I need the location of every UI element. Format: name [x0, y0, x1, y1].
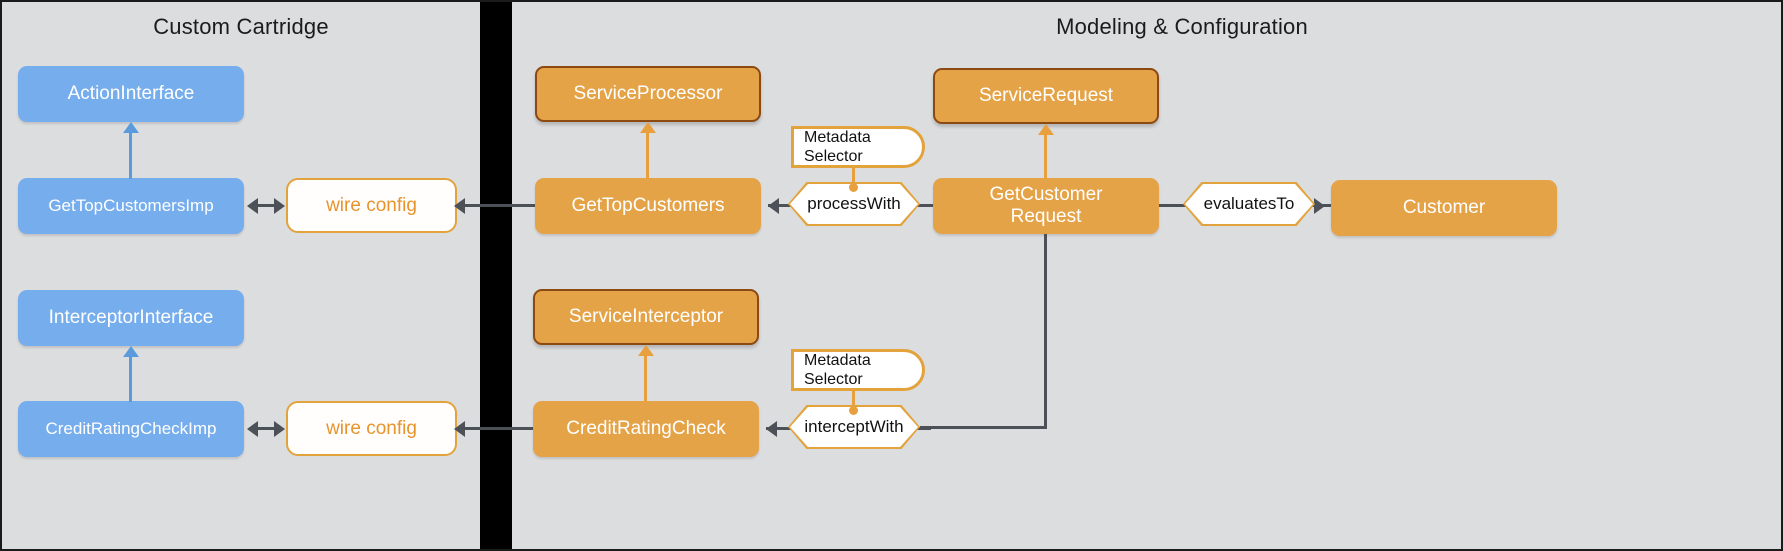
- node-service-processor[interactable]: ServiceProcessor: [535, 66, 761, 122]
- wire-link-bottom: [251, 427, 281, 430]
- realization-arrowhead-service-request: [1038, 124, 1054, 135]
- node-get-top-customers[interactable]: GetTopCustomers: [535, 178, 761, 234]
- cross-divider-bottom-arrow-left: [454, 421, 465, 437]
- evaluates-to-arrow: [1314, 198, 1325, 214]
- evaluates-to-hex-fill: [1185, 184, 1313, 224]
- node-service-request[interactable]: ServiceRequest: [933, 68, 1159, 124]
- metadata-selector-bottom-anchor: [849, 406, 858, 415]
- panel-divider: [480, 2, 512, 549]
- request-to-intercept-horizontal: [920, 426, 1047, 429]
- cross-divider-link-top: [458, 204, 568, 207]
- node-action-interface[interactable]: ActionInterface: [18, 66, 244, 122]
- metadata-selector-bottom-link: [852, 389, 855, 411]
- node-credit-rating-check-imp[interactable]: CreditRatingCheckImp: [18, 401, 244, 457]
- process-with-label: processWith: [807, 194, 901, 213]
- realization-line-service-request: [1044, 135, 1047, 179]
- wire-config-bottom[interactable]: wire config: [286, 401, 457, 456]
- realization-arrowhead-processor: [640, 122, 656, 133]
- process-with-arrow: [768, 198, 779, 214]
- note-metadata-selector-bottom[interactable]: Metadata Selector: [791, 349, 925, 391]
- evaluates-to-label: evaluatesTo: [1203, 194, 1295, 213]
- node-get-top-customers-imp[interactable]: GetTopCustomersImp: [18, 178, 244, 234]
- generalization-line-action: [129, 133, 132, 179]
- left-panel-title: Custom Cartridge: [153, 14, 329, 39]
- node-credit-rating-check[interactable]: CreditRatingCheck: [533, 401, 759, 457]
- node-customer[interactable]: Customer: [1331, 180, 1557, 236]
- generalization-arrowhead-interceptor: [123, 346, 139, 357]
- cross-divider-top-arrow-left: [454, 198, 465, 214]
- wire-link-top-arrow-right: [274, 198, 285, 214]
- wire-link-bottom-arrow-left: [247, 421, 258, 437]
- note-metadata-selector-top[interactable]: Metadata Selector: [791, 126, 925, 168]
- realization-arrowhead-interceptor: [638, 345, 654, 356]
- wire-link-top: [251, 204, 281, 207]
- right-panel-title: Modeling & Configuration: [1056, 14, 1308, 39]
- relation-evaluates-to[interactable]: evaluatesTo: [1183, 182, 1315, 226]
- relation-process-with[interactable]: processWith: [788, 182, 920, 226]
- request-to-intercept-vertical: [1044, 234, 1047, 429]
- intercept-with-arrow: [766, 421, 777, 437]
- wire-config-top[interactable]: wire config: [286, 178, 457, 233]
- generalization-arrowhead-action: [123, 122, 139, 133]
- node-get-customer-request[interactable]: GetCustomer Request: [933, 178, 1159, 234]
- node-interceptor-interface[interactable]: InterceptorInterface: [18, 290, 244, 346]
- wire-link-bottom-arrow-right: [274, 421, 285, 437]
- cross-divider-link-bottom: [458, 427, 568, 430]
- metadata-selector-top-link: [852, 166, 855, 188]
- node-service-interceptor[interactable]: ServiceInterceptor: [533, 289, 759, 345]
- generalization-line-interceptor: [129, 357, 132, 402]
- metadata-selector-top-anchor: [849, 183, 858, 192]
- wire-link-top-arrow-left: [247, 198, 258, 214]
- realization-line-interceptor: [644, 356, 647, 402]
- intercept-with-label: interceptWith: [804, 417, 904, 436]
- realization-line-processor: [646, 133, 649, 179]
